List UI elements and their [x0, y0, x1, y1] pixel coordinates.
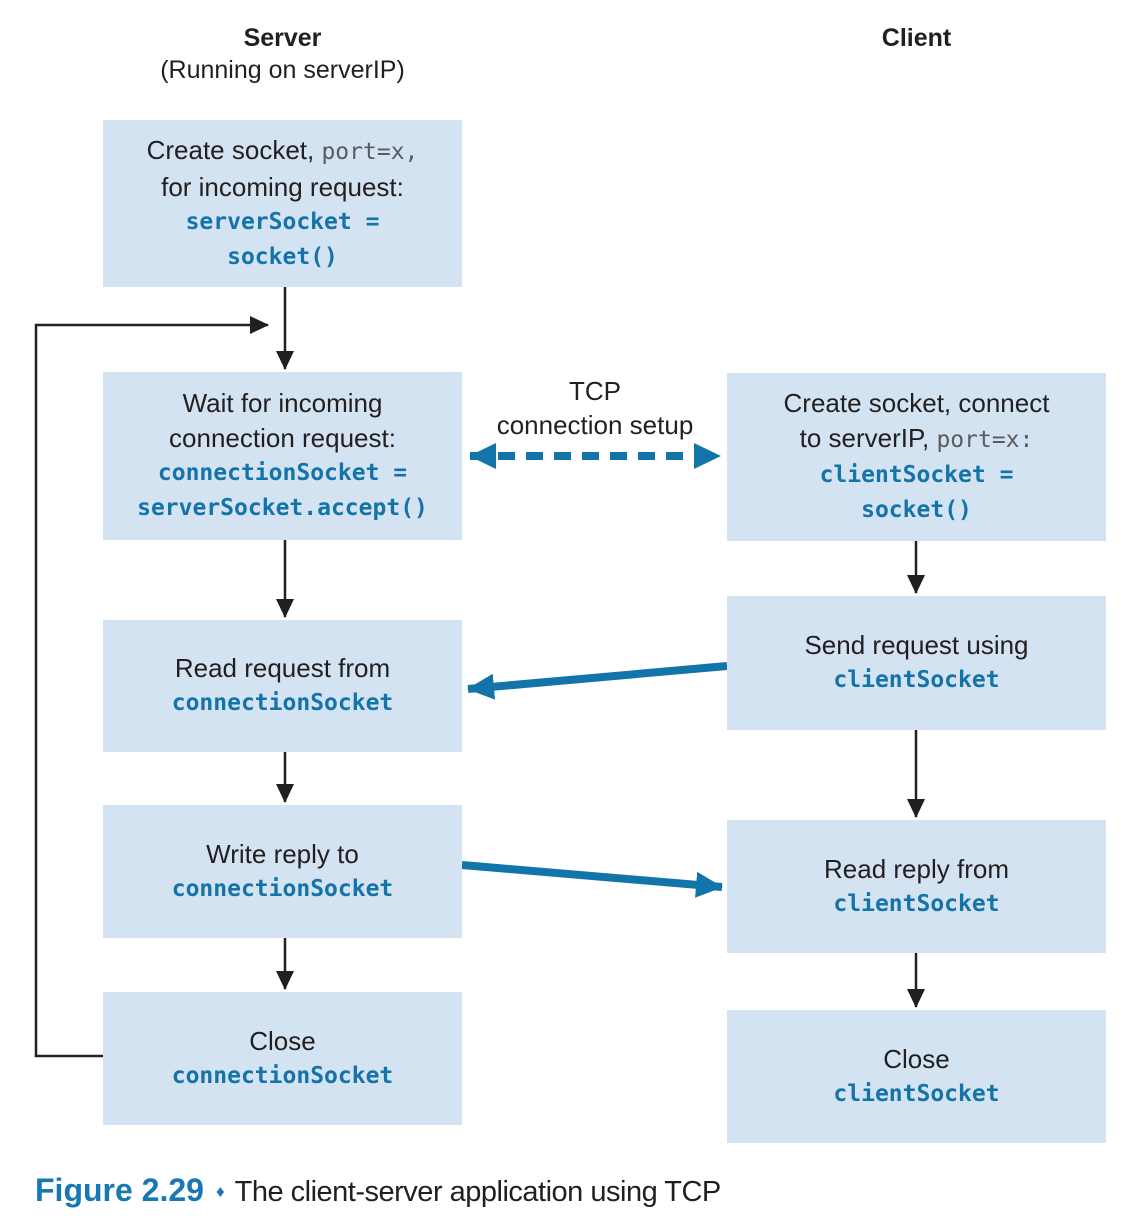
- arrow-send-request-to-read-request: [467, 662, 728, 700]
- server-subtitle: (Running on serverIP): [160, 56, 405, 84]
- box-code-line: connectionSocket =: [157, 460, 408, 486]
- box-text: Create socket,: [146, 134, 322, 165]
- figure-caption: Figure 2.29 ♦ The client-server applicatio…: [35, 1172, 1095, 1209]
- arrow-loop-close-to-wait: [34, 316, 269, 1058]
- box-code-line: socket(): [227, 243, 338, 270]
- box-text-line: Create socket, port=x,: [147, 133, 419, 170]
- box-code-line: serverSocket.accept(): [137, 495, 428, 521]
- box-text-line: Write reply to: [206, 838, 359, 869]
- box-code-line: connectionSocket: [171, 875, 394, 902]
- server-header: Server (Running on serverIP): [103, 22, 462, 86]
- server-wait-connection-box: Wait for incoming connection request: co…: [103, 372, 462, 540]
- box-text-line: for incoming request:: [161, 171, 404, 202]
- box-code-line: serverSocket =: [185, 208, 380, 235]
- inline-code: port=x,: [321, 138, 419, 165]
- tcp-connection-setup-label: TCP connection setup: [463, 374, 727, 442]
- box-code-line: socket(): [861, 497, 972, 523]
- box-code-line: connectionSocket: [171, 690, 394, 716]
- box-text-line: Send request using: [804, 630, 1029, 660]
- client-create-socket-box: Create socket, connect to serverIP, port…: [727, 373, 1106, 541]
- box-text-line: Close: [249, 1025, 316, 1056]
- box-text-line: to serverIP, port=x:: [800, 421, 1034, 458]
- inline-code: port=x:: [936, 427, 1034, 453]
- server-read-request-box: Read request from connectionSocket: [103, 620, 462, 752]
- box-text: to serverIP,: [799, 423, 937, 453]
- box-code-line: connectionSocket: [171, 1062, 394, 1089]
- box-code-line: clientSocket: [833, 890, 1000, 917]
- client-send-request-box: Send request using clientSocket: [727, 596, 1106, 730]
- client-header: Client: [727, 22, 1106, 54]
- server-close-socket-box: Close connectionSocket: [103, 992, 462, 1125]
- box-text-line: Read request from: [174, 653, 391, 683]
- server-write-reply-box: Write reply to connectionSocket: [103, 805, 462, 938]
- box-code-line: clientSocket: [833, 1080, 1000, 1107]
- client-title: Client: [881, 24, 952, 52]
- server-create-socket-box: Create socket, port=x, for incoming requ…: [103, 120, 462, 287]
- figure-number: Figure 2.29: [35, 1172, 204, 1208]
- box-text-line: connection request:: [169, 423, 396, 453]
- box-code-line: clientSocket =: [819, 462, 1014, 488]
- arrow-write-reply-to-read-reply: [461, 861, 723, 898]
- box-text-line: Create socket, connect: [783, 388, 1050, 418]
- box-code-line: clientSocket: [833, 667, 1000, 693]
- client-read-reply-box: Read reply from clientSocket: [727, 820, 1106, 953]
- server-title: Server: [243, 24, 322, 52]
- box-text-line: Wait for incoming: [182, 388, 383, 418]
- diamond-icon: ♦: [215, 1182, 225, 1201]
- tcp-label-line2: connection setup: [496, 410, 694, 440]
- tcp-label-line1: TCP: [569, 376, 621, 406]
- figure-caption-text: The client-server application using TCP: [234, 1176, 722, 1208]
- client-close-socket-box: Close clientSocket: [727, 1010, 1106, 1143]
- box-text-line: Read reply from: [824, 853, 1009, 884]
- box-text-line: Close: [883, 1043, 950, 1074]
